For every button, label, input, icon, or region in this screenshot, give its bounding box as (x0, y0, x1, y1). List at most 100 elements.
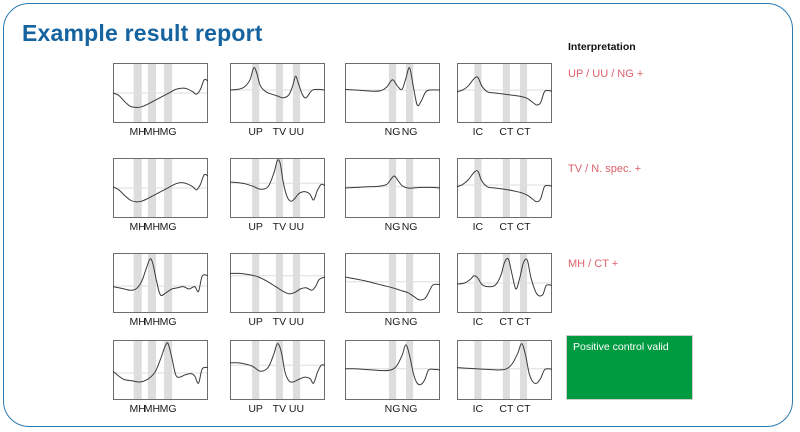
positive-control-status-badge: Positive control valid (566, 335, 693, 400)
probe-band-CT (519, 159, 528, 217)
signal-trace (345, 344, 440, 386)
tick-label: CT (516, 403, 531, 415)
tick-label: UU (288, 316, 305, 328)
tick-label: CT (516, 316, 531, 328)
signal-trace (345, 276, 440, 301)
tick-label: MH (129, 403, 146, 415)
probe-band-NG (388, 254, 397, 312)
tick-label: NG (401, 126, 418, 138)
signal-trace (113, 258, 208, 297)
tick-label: CT (499, 316, 514, 328)
tick-label: MH (143, 316, 161, 328)
signal-trace (345, 67, 440, 107)
probe-band-UU (292, 159, 301, 217)
probe-band-IC (474, 64, 482, 122)
tick-label: UP (248, 221, 263, 233)
signal-trace (113, 342, 208, 384)
tick-label: MH (129, 316, 146, 328)
tick-label: NG (401, 221, 418, 233)
tick-label: IC (472, 316, 484, 328)
tick-label: MG (159, 126, 177, 138)
probe-band-CT (519, 64, 528, 122)
probe-band-IC (474, 159, 482, 217)
tick-label: NG (401, 403, 418, 415)
tick-label: UU (288, 126, 305, 138)
probe-band-NG (406, 64, 414, 122)
probe-band-MH (147, 341, 156, 399)
tick-label: MG (159, 403, 177, 415)
signal-trace (457, 170, 552, 203)
probe-band-MH (147, 254, 156, 312)
tick-label: TV (272, 316, 287, 328)
tick-label: NG (384, 403, 401, 415)
tick-label: MH (143, 221, 161, 233)
interpretation-result-2: TV / N. spec. + (568, 163, 642, 175)
signal-trace (230, 343, 325, 384)
probe-band-TV (275, 341, 283, 399)
probe-band-MG (164, 254, 173, 312)
page-title: Example result report (22, 20, 263, 46)
tick-label: TV (272, 221, 287, 233)
probe-band-CT (502, 341, 510, 399)
probe-band-UP (252, 254, 260, 312)
signal-trace (457, 343, 552, 385)
interpretation-result-1: UP / UU / NG + (568, 68, 644, 80)
probe-band-MH (133, 341, 142, 399)
probe-band-UP (252, 341, 260, 399)
tick-label: MG (159, 221, 177, 233)
signal-trace (113, 78, 208, 108)
probe-band-TV (275, 254, 283, 312)
probe-band-MG (164, 341, 173, 399)
tick-label: UP (248, 316, 263, 328)
probe-band-MH (133, 254, 142, 312)
probe-band-CT (502, 64, 510, 122)
tick-label: CT (516, 221, 531, 233)
tick-label: UP (248, 403, 263, 415)
probe-band-NG (406, 254, 414, 312)
tick-label: NG (401, 316, 418, 328)
tick-label: TV (272, 403, 287, 415)
signal-trace (457, 257, 552, 297)
tick-label: CT (499, 403, 514, 415)
interpretation-result-3: MH / CT + (568, 258, 619, 270)
probe-band-NG (388, 341, 397, 399)
signal-trace (230, 67, 325, 99)
tick-label: NG (384, 126, 401, 138)
tick-label: UP (248, 126, 263, 138)
tick-label: MH (129, 221, 146, 233)
tick-label: MH (129, 126, 146, 138)
tick-label: IC (472, 126, 484, 138)
tick-label: MH (143, 403, 161, 415)
probe-band-NG (388, 159, 397, 217)
probe-band-UP (252, 64, 260, 122)
tick-label: NG (384, 221, 401, 233)
signal-trace (230, 272, 325, 295)
probe-band-UU (292, 341, 301, 399)
probe-band-UU (292, 254, 301, 312)
tick-label: NG (384, 316, 401, 328)
probe-band-TV (275, 64, 283, 122)
tick-label: CT (499, 221, 514, 233)
signal-trace (457, 76, 552, 106)
tick-label: IC (472, 403, 484, 415)
positive-control-label: Positive control valid (573, 341, 669, 353)
tick-label: MG (159, 316, 177, 328)
tick-label: UU (288, 403, 305, 415)
tick-label: UU (288, 221, 305, 233)
